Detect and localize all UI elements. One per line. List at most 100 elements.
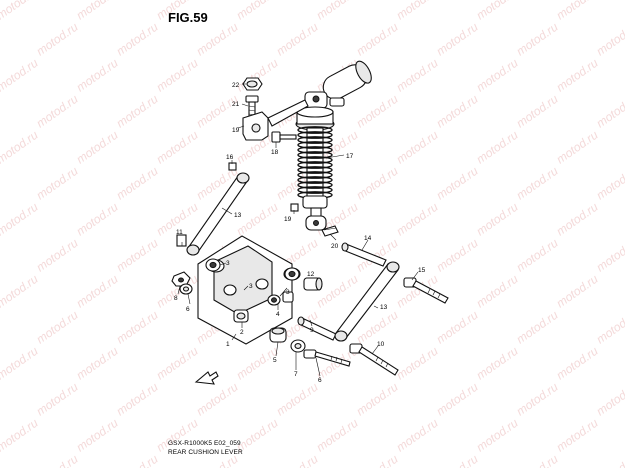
watermark-text: motod.ru bbox=[474, 0, 521, 22]
watermark-text: motod.ru bbox=[0, 200, 41, 239]
callout-9: 9 bbox=[310, 327, 314, 334]
spring-coil bbox=[297, 171, 333, 179]
watermark-text: motod.ru bbox=[34, 452, 81, 468]
callout-8: 8 bbox=[174, 295, 178, 302]
watermark-text: motod.ru bbox=[594, 20, 625, 59]
callout-4: 4 bbox=[276, 311, 280, 318]
watermark-text: motod.ru bbox=[154, 56, 201, 95]
callout-13-left: 13 bbox=[234, 212, 242, 219]
callout-16: 16 bbox=[226, 154, 234, 161]
watermark-text: motod.ru bbox=[354, 20, 401, 59]
watermark-text: motod.ru bbox=[0, 164, 1, 203]
bolt-16[interactable] bbox=[228, 162, 237, 171]
watermark-text: motod.ru bbox=[514, 236, 561, 275]
bearing-3-right[interactable] bbox=[284, 267, 300, 281]
bolt-7[interactable] bbox=[303, 349, 351, 367]
spring-coil bbox=[297, 161, 333, 169]
spacer-4[interactable] bbox=[282, 291, 294, 303]
watermark-text: motod.ru bbox=[354, 380, 401, 419]
shock-link-rod[interactable] bbox=[267, 99, 309, 127]
cushion-rod-13-left[interactable] bbox=[186, 172, 250, 256]
bracket-19-lower[interactable] bbox=[290, 203, 299, 212]
bolt-10[interactable] bbox=[349, 343, 399, 376]
callout-22: 22 bbox=[232, 82, 240, 89]
spring-coil bbox=[297, 151, 333, 159]
watermark-text: motod.ru bbox=[314, 272, 361, 311]
watermark-text: motod.ru bbox=[394, 416, 441, 455]
washer-6-left[interactable] bbox=[179, 283, 193, 295]
watermark-text: motod.ru bbox=[74, 128, 121, 167]
callout-17: 17 bbox=[346, 153, 354, 160]
watermark-text: motod.ru bbox=[114, 236, 161, 275]
watermark-text: motod.ru bbox=[554, 344, 601, 383]
watermark-text: motod.ru bbox=[0, 56, 41, 95]
washer-6-lower[interactable] bbox=[290, 339, 306, 353]
cushion-rod-13-right[interactable] bbox=[334, 261, 400, 342]
nut-11[interactable] bbox=[176, 234, 187, 247]
bearing-3-lower[interactable] bbox=[267, 294, 281, 306]
watermark-text: motod.ru bbox=[394, 56, 441, 95]
figure-name: REAR CUSHION LEVER bbox=[168, 449, 243, 456]
watermark-text: motod.ru bbox=[74, 56, 121, 95]
watermark-text: motod.ru bbox=[274, 452, 321, 468]
bolt-15[interactable] bbox=[403, 277, 449, 304]
callout-12: 12 bbox=[307, 271, 315, 278]
spring-coil bbox=[297, 141, 333, 149]
watermark-text: motod.ru bbox=[434, 164, 481, 203]
watermark-text: motod.ru bbox=[394, 0, 441, 22]
watermark-text: motod.ru bbox=[0, 0, 41, 22]
spacer-2[interactable] bbox=[233, 309, 249, 323]
bracket-19-upper[interactable] bbox=[242, 111, 269, 141]
watermark-text: motod.ru bbox=[34, 236, 81, 275]
spacer-12[interactable] bbox=[303, 277, 323, 291]
callout-15: 15 bbox=[418, 267, 426, 274]
watermark-text: motod.ru bbox=[434, 380, 481, 419]
shaft-9[interactable] bbox=[297, 316, 337, 341]
watermark-text: motod.ru bbox=[114, 20, 161, 59]
watermark-text: motod.ru bbox=[194, 380, 241, 419]
callout-19-lower: 19 bbox=[284, 216, 292, 223]
callout-18: 18 bbox=[271, 149, 279, 156]
callout-3-right: 3 bbox=[249, 283, 253, 290]
shaft-14[interactable] bbox=[341, 242, 387, 267]
bearing-3-left[interactable] bbox=[205, 258, 221, 272]
watermark-text: motod.ru bbox=[0, 92, 1, 131]
watermark-text: motod.ru bbox=[474, 128, 521, 167]
watermark-text: motod.ru bbox=[0, 308, 1, 347]
callout-7: 6 bbox=[318, 377, 322, 384]
watermark-text: motod.ru bbox=[0, 416, 41, 455]
figure-code: GSX-R1000K5 E02_059 bbox=[168, 440, 241, 447]
callout-21: 21 bbox=[232, 101, 240, 108]
watermark-text: motod.ru bbox=[594, 164, 625, 203]
watermark-text: motod.ru bbox=[194, 20, 241, 59]
leader-lines bbox=[177, 83, 419, 377]
nut-22[interactable] bbox=[242, 77, 263, 91]
washer-8[interactable] bbox=[171, 271, 191, 287]
watermark-text: motod.ru bbox=[434, 20, 481, 59]
spring-coil bbox=[297, 126, 333, 134]
callout-11: 11 bbox=[176, 229, 183, 236]
spring-coil bbox=[297, 166, 333, 174]
watermark-text: motod.ru bbox=[554, 272, 601, 311]
watermark-text: motod.ru bbox=[514, 20, 561, 59]
watermark-text: motod.ru bbox=[114, 164, 161, 203]
watermark-text: motod.ru bbox=[0, 272, 41, 311]
rear-shock-absorber[interactable] bbox=[295, 59, 374, 231]
watermark-text: motod.ru bbox=[74, 200, 121, 239]
watermark-text: motod.ru bbox=[34, 20, 81, 59]
bolt-18[interactable] bbox=[271, 131, 297, 143]
watermark-text: motod.ru bbox=[34, 92, 81, 131]
spring-coil bbox=[297, 146, 333, 154]
watermark-text: motod.ru bbox=[154, 0, 201, 22]
spacer-5[interactable] bbox=[269, 327, 287, 343]
callout-3-lower: 3 bbox=[286, 289, 290, 296]
bolt-20[interactable] bbox=[321, 225, 339, 237]
callout-20: 20 bbox=[331, 243, 339, 250]
watermark-text: motod.ru bbox=[474, 56, 521, 95]
watermark-text: motod.ru bbox=[34, 164, 81, 203]
watermark-text: motod.ru bbox=[234, 0, 281, 22]
watermark-text: motod.ru bbox=[114, 452, 161, 468]
watermark-text: motod.ru bbox=[354, 164, 401, 203]
cushion-lever-1[interactable] bbox=[197, 235, 301, 345]
